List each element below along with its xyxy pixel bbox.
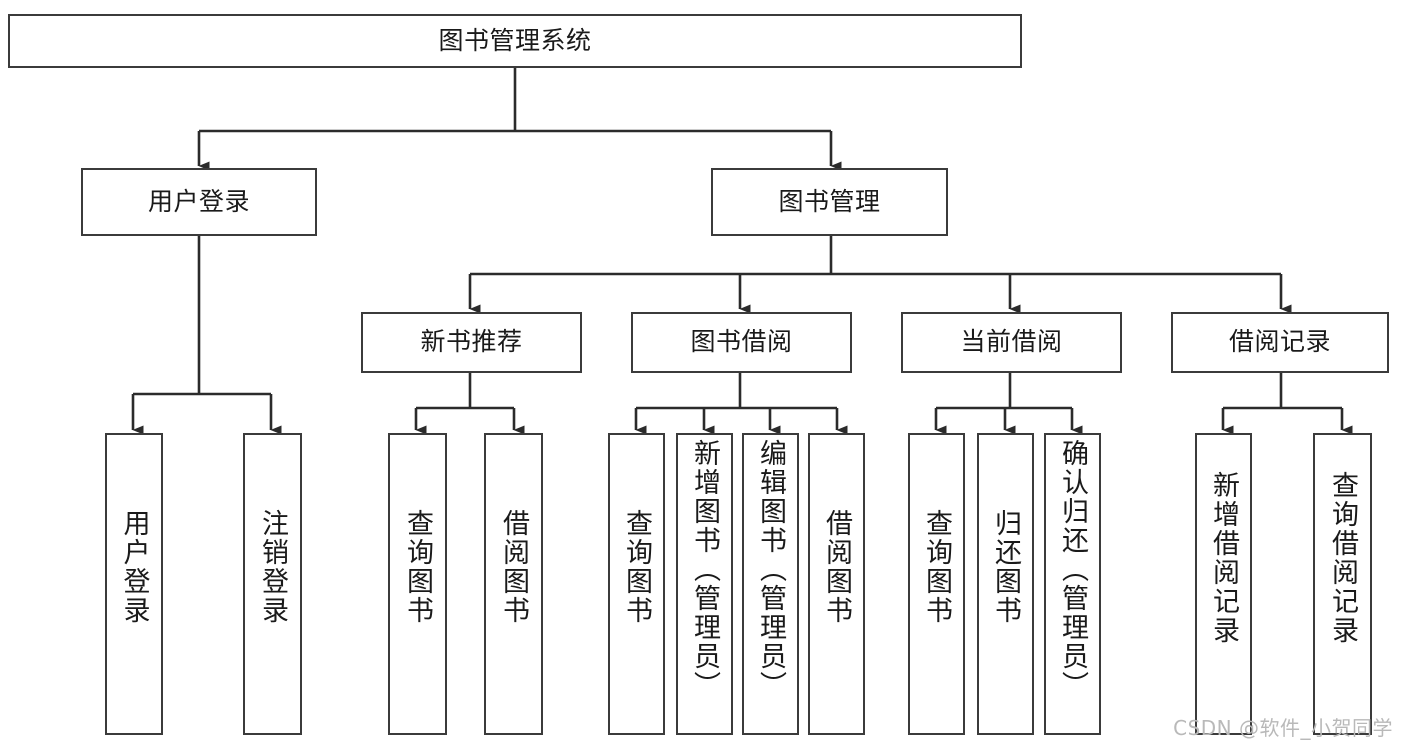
node-label: 新增借阅记录	[1208, 471, 1239, 645]
leaf-query-book-current[interactable]: 查询图书	[908, 433, 965, 735]
node-label: 查询图书	[621, 509, 652, 625]
node-label: 图书管理	[778, 186, 881, 216]
node-new-book-recommend[interactable]: 新书推荐	[361, 312, 582, 373]
leaf-logout[interactable]: 注销登录	[243, 433, 302, 735]
node-root[interactable]: 图书管理系统	[8, 14, 1022, 68]
node-label: 查询图书	[402, 509, 433, 625]
watermark-text: CSDN @软件_小贺同学	[1173, 716, 1393, 740]
node-label: 新书推荐	[420, 327, 523, 357]
leaf-edit-book-admin[interactable]: 编辑图书（管理员）	[742, 433, 799, 735]
node-book-borrow[interactable]: 图书借阅	[631, 312, 852, 373]
node-label: 借阅图书	[498, 509, 529, 625]
leaf-query-book-borrow[interactable]: 查询图书	[608, 433, 665, 735]
node-label: 归还图书	[990, 509, 1021, 625]
node-book-management[interactable]: 图书管理	[711, 168, 948, 236]
node-label: 用户登录	[118, 509, 150, 625]
node-label: 借阅记录	[1228, 327, 1331, 357]
node-label: 用户登录	[147, 186, 250, 216]
node-borrow-record[interactable]: 借阅记录	[1171, 312, 1389, 373]
node-label: 借阅图书	[821, 509, 852, 625]
node-label: 查询图书	[921, 509, 952, 625]
leaf-borrow-book[interactable]: 借阅图书	[808, 433, 865, 735]
node-label: 当前借阅	[960, 327, 1063, 357]
node-label: 确认归还（管理员）	[1057, 439, 1088, 700]
node-label: 编辑图书（管理员）	[755, 439, 786, 700]
node-user-login[interactable]: 用户登录	[81, 168, 317, 236]
leaf-user-login[interactable]: 用户登录	[105, 433, 163, 735]
node-label: 图书借阅	[690, 327, 793, 357]
leaf-query-borrow-record[interactable]: 查询借阅记录	[1313, 433, 1372, 735]
leaf-query-book-recommend[interactable]: 查询图书	[388, 433, 447, 735]
node-label: 查询借阅记录	[1327, 471, 1358, 645]
node-label: 注销登录	[257, 509, 288, 625]
leaf-add-book-admin[interactable]: 新增图书（管理员）	[676, 433, 733, 735]
node-current-borrow[interactable]: 当前借阅	[901, 312, 1122, 373]
leaf-confirm-return-admin[interactable]: 确认归还（管理员）	[1044, 433, 1101, 735]
leaf-add-borrow-record[interactable]: 新增借阅记录	[1195, 433, 1252, 735]
leaf-return-book[interactable]: 归还图书	[977, 433, 1034, 735]
node-label: 新增图书（管理员）	[689, 439, 720, 700]
leaf-borrow-book-recommend[interactable]: 借阅图书	[484, 433, 543, 735]
node-label: 图书管理系统	[438, 25, 592, 55]
